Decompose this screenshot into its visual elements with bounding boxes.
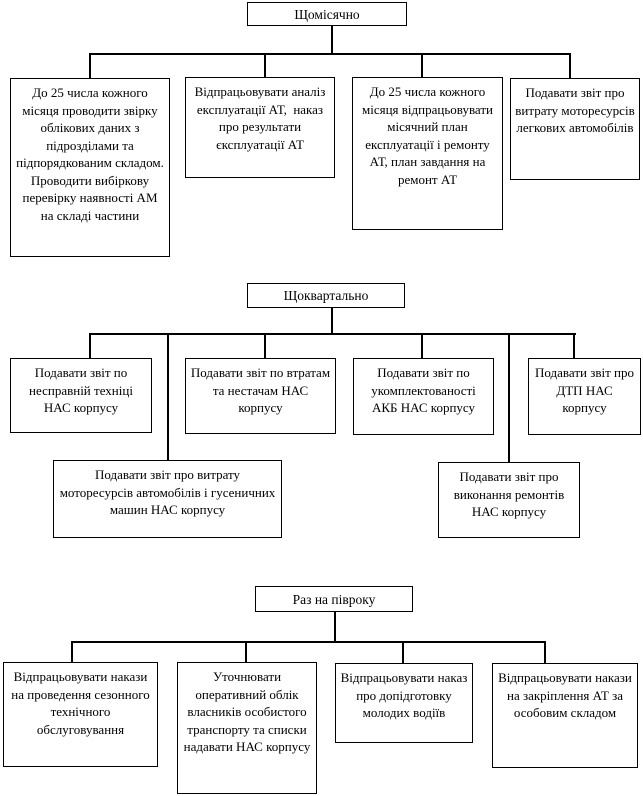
section-title: Раз на півроку [292,591,376,607]
task-text: Подавати звіт по втратам та нестачам НАС… [190,365,334,415]
task-box-monthly-1: До 25 числа кожного місяця проводити зві… [10,78,170,257]
task-text: Відпрацьовувати накази на закріплення АТ… [498,670,636,720]
connector-drop [245,643,247,662]
task-box-quarterly-5: Подавати звіт про витрату моторесурсів а… [53,460,282,538]
connector-drop [544,643,546,663]
connector-drop [89,335,91,358]
task-text: Відпрацьовувати накази на проведення сез… [11,669,153,737]
task-box-quarterly-3: Подавати звіт по укомплектованості АКБ Н… [353,358,494,435]
task-box-semiannual-2: Уточнювати оперативний облік власників о… [177,662,317,794]
connector-hline [71,641,546,643]
task-text: Подавати звіт про витрату моторесурсів л… [515,85,638,135]
connector-hline [89,53,571,55]
task-text: Подавати звіт по несправній техніці НАС … [29,365,137,415]
section-header-monthly: Щомісячно [247,2,407,26]
task-box-monthly-3: До 25 числа кожного місяця відпрацьовува… [352,77,503,230]
task-box-quarterly-4: Подавати звіт про ДТП НАС корпусу [528,358,641,435]
connector-drop [421,55,423,77]
section-header-semiannual: Раз на півроку [255,586,413,612]
task-text: Уточнювати оперативний облік власників о… [183,669,311,754]
connector-hline [89,333,576,335]
task-text: Подавати звіт по укомплектованості АКБ Н… [371,365,480,415]
connector-drop [89,55,91,78]
task-box-monthly-4: Подавати звіт про витрату моторесурсів л… [510,78,640,180]
connector-drop [573,335,575,358]
task-text: До 25 числа кожного місяця відпрацьовува… [362,84,497,187]
task-text: Відпрацьовувати наказ про допідготовку м… [340,670,471,720]
section-title: Щоквартально [283,288,369,303]
connector-drop-long [508,335,510,462]
connector-stem [331,26,333,53]
connector-drop [264,335,266,358]
section-title: Щомісячно [294,6,360,22]
task-box-quarterly-6: Подавати звіт про виконання ремонтів НАС… [438,462,580,538]
task-text: Відпрацьовувати аналіз експлуатації АТ, … [194,84,329,152]
connector-drop [421,335,423,358]
task-box-quarterly-1: Подавати звіт по несправній техніці НАС … [10,358,152,433]
task-box-semiannual-4: Відпрацьовувати накази на закріплення АТ… [492,663,638,768]
connector-drop [264,55,266,77]
task-text: Подавати звіт про виконання ремонтів НАС… [453,469,568,519]
task-box-monthly-2: Відпрацьовувати аналіз експлуатації АТ, … [185,77,335,178]
task-box-semiannual-1: Відпрацьовувати накази на проведення сез… [3,662,158,767]
connector-stem [334,612,336,641]
connector-drop [569,55,571,78]
connector-drop [402,643,404,663]
task-text: Подавати звіт про ДТП НАС корпусу [535,365,638,415]
task-text: Подавати звіт про витрату моторесурсів а… [59,467,279,517]
section-header-quarterly: Щоквартально [247,283,405,308]
task-box-quarterly-2: Подавати звіт по втратам та нестачам НАС… [185,358,336,434]
connector-stem [331,308,333,333]
connector-drop-long [167,335,169,460]
connector-drop [71,643,73,662]
task-box-semiannual-3: Відпрацьовувати наказ про допідготовку м… [335,663,473,743]
task-text: До 25 числа кожного місяця проводити зві… [16,85,170,223]
